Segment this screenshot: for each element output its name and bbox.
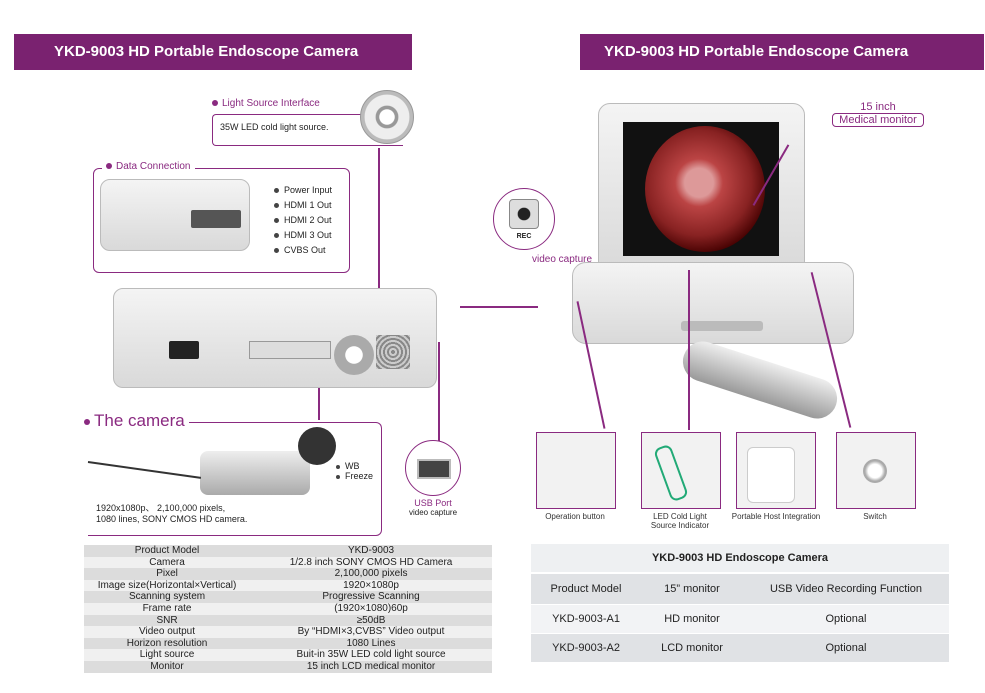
thumb-led-indicator <box>641 432 721 509</box>
light-source-title: Light Source Interface <box>222 98 320 109</box>
model-cell: YKD-9003-A2 <box>531 633 641 663</box>
video-capture-label: video capture <box>532 254 593 265</box>
thumb-operation-button <box>536 432 616 509</box>
camera-image <box>200 451 310 495</box>
spec-key: Horizon resolution <box>84 637 251 650</box>
handheld-camera-image <box>677 336 843 424</box>
light-port-image <box>360 90 414 144</box>
model-cell: LCD monitor <box>641 633 743 663</box>
usb-sub: video capture <box>408 508 458 517</box>
light-source-text: 35W LED cold light source. <box>220 122 329 132</box>
camera-title: The camera <box>94 411 185 430</box>
spec-key: Monitor <box>84 660 251 673</box>
spec-key: Light source <box>84 649 251 661</box>
spec-key: Image size(Horizontal×Vertical) <box>84 579 251 592</box>
monitor-screen <box>623 122 779 256</box>
usb-port-image <box>405 440 461 496</box>
caption-portable-host: Portable Host Integration <box>731 512 821 521</box>
usb-title: USB Port <box>414 498 452 508</box>
spec-value: 1920×1080p <box>250 579 492 592</box>
spec-value: ≥50dB <box>250 614 492 627</box>
model-table-title: YKD-9003 HD Endoscope Camera <box>531 544 949 572</box>
spec-value: 1080 Lines <box>250 637 492 650</box>
port-item: HDMI 3 Out <box>274 228 332 243</box>
port-list: Power Input HDMI 1 Out HDMI 2 Out HDMI 3… <box>274 183 332 258</box>
port-item: CVBS Out <box>274 243 332 258</box>
freeze-label: Freeze <box>336 471 373 481</box>
camera-button-image <box>298 427 336 465</box>
thumb-switch <box>836 432 916 509</box>
data-connection-title: Data Connection <box>116 161 191 172</box>
caption-led-indicator: LED Cold Light Source Indicator <box>650 512 710 530</box>
camera-callout: The camera WB Freeze 1920x1080p、 2,100,0… <box>80 411 382 536</box>
monitor-label: 15 inch Medical monitor <box>818 101 938 127</box>
spec-value: By “HDMI×3,CVBS” Video output <box>250 626 492 638</box>
port-item: HDMI 1 Out <box>274 198 332 213</box>
spec-value: 15 inch LCD medical monitor <box>250 660 492 673</box>
wb-label: WB <box>336 461 373 471</box>
spec-key: Camera <box>84 556 251 569</box>
model-cell: YKD-9003-A1 <box>531 604 641 634</box>
camera-desc-line1: 1920x1080p、 2,100,000 pixels, <box>96 503 226 513</box>
camera-desc-line2: 1080 lines, SONY CMOS HD camera. <box>96 514 248 524</box>
device-back-image <box>113 288 437 388</box>
spec-value: (1920×1080)60p <box>250 602 492 615</box>
spec-row: SNR≥50dB <box>84 614 492 627</box>
caption-switch: Switch <box>863 512 887 521</box>
spec-key: Product Model <box>84 545 251 557</box>
spec-value: 2,100,000 pixels <box>250 568 492 580</box>
spec-key: Frame rate <box>84 602 251 615</box>
monitor-image <box>598 103 805 273</box>
left-banner: YKD-9003 HD Portable Endoscope Camera <box>14 34 412 70</box>
spec-value: YKD-9003 <box>250 545 492 557</box>
spec-key: Scanning system <box>84 591 251 603</box>
model-cell: Optional <box>743 633 949 663</box>
spec-value: Buit-in 35W LED cold light source <box>250 649 492 661</box>
spec-value: 1/2.8 inch SONY CMOS HD Camera <box>250 556 492 569</box>
model-cell: HD monitor <box>641 604 743 634</box>
spec-value: Progressive Scanning <box>250 591 492 603</box>
device-side-image <box>100 179 250 251</box>
model-table: Product Model 15” monitor USB Video Reco… <box>531 574 949 663</box>
bullet-icon <box>106 163 112 170</box>
bullet-icon <box>212 100 218 107</box>
bullet-icon <box>84 418 90 425</box>
port-item: Power Input <box>274 183 332 198</box>
caption-operation-button: Operation button <box>545 512 605 521</box>
port-item: HDMI 2 Out <box>274 213 332 228</box>
spec-row: Frame rate(1920×1080)60p <box>84 602 492 615</box>
base-unit-image <box>572 262 854 344</box>
rec-button-image: REC <box>493 188 555 250</box>
spec-row: Image size(Horizontal×Vertical)1920×1080… <box>84 579 492 592</box>
thumb-portable-host <box>736 432 816 509</box>
right-banner: YKD-9003 HD Portable Endoscope Camera <box>580 34 984 70</box>
model-cell: Optional <box>743 604 949 634</box>
data-connection-callout: Data Connection Power Input HDMI 1 Out H… <box>93 161 350 273</box>
spec-key: SNR <box>84 614 251 627</box>
light-source-callout: Light Source Interface 35W LED cold ligh… <box>212 90 414 146</box>
model-col-header: Product Model <box>531 574 641 605</box>
model-col-header: 15” monitor <box>641 574 743 605</box>
spec-key: Pixel <box>84 568 251 580</box>
model-col-header: USB Video Recording Function <box>743 574 949 605</box>
spec-key: Video output <box>84 626 251 638</box>
